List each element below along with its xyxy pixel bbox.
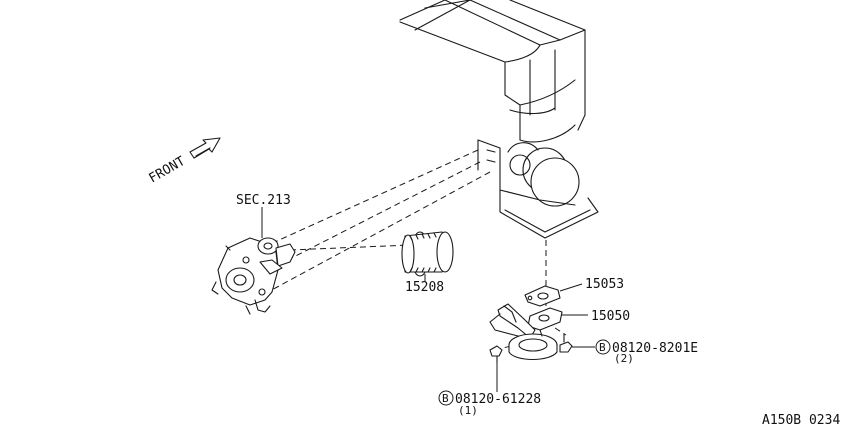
front-arrow-icon: [189, 137, 221, 159]
diagram-code: A150B 0234: [762, 413, 840, 425]
bolt-lower-qty: (1): [458, 404, 478, 417]
label-sec213[interactable]: SEC.213: [236, 193, 291, 208]
bolt-upper-marker-icon: [595, 339, 611, 355]
oil-strainer: [489, 303, 588, 361]
front-arrow: FRONT: [147, 137, 221, 187]
gasket: [524, 283, 583, 307]
bolt-upper-prefix: B: [599, 341, 606, 354]
label-15208[interactable]: 15208: [405, 280, 444, 295]
bolt-lower-prefix: B: [442, 392, 449, 405]
bolt-lower-marker-icon: [438, 390, 454, 406]
label-15053[interactable]: 15053: [585, 277, 624, 292]
oil-filter: [401, 231, 454, 282]
bolt-lower: [489, 345, 503, 392]
bolt-upper-qty: (2): [614, 352, 634, 365]
label-bolt-upper[interactable]: 08120-8201E: [612, 341, 698, 356]
label-bolt-lower[interactable]: 08120-61228: [455, 392, 541, 407]
front-label: FRONT: [147, 154, 189, 187]
label-15050[interactable]: 15050: [591, 309, 630, 324]
part-labels: SEC.213 15208 15053 15050 B 08120-8201E …: [236, 193, 840, 425]
oil-pump: [211, 207, 296, 315]
engine-block: [399, 0, 599, 239]
bolt-upper: [559, 333, 595, 353]
